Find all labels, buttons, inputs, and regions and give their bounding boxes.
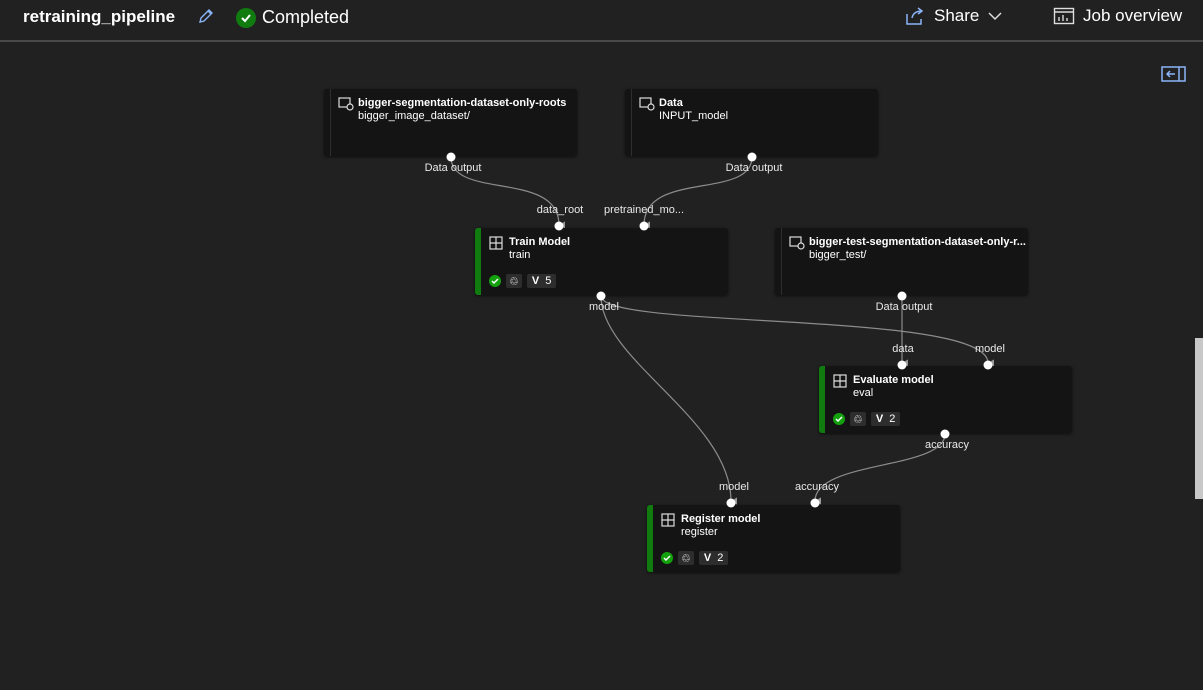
node-subtitle: INPUT_model	[659, 110, 729, 122]
node-title: Data	[659, 97, 683, 109]
input-port-model[interactable]	[983, 360, 993, 370]
edge-data-to-train	[643, 156, 753, 229]
check-icon	[833, 413, 845, 425]
edge-roots-to-train	[450, 156, 566, 229]
component-icon	[661, 513, 675, 527]
port-label: pretrained_mo...	[603, 204, 685, 216]
component-icon	[833, 374, 847, 388]
vertical-scrollbar[interactable]	[1195, 338, 1203, 499]
version-number: 2	[717, 552, 724, 564]
job-overview-label: Job overview	[1083, 6, 1183, 25]
node-test-dataset[interactable]: bigger-test-segmentation-dataset-only-r.…	[775, 228, 1028, 295]
port-label: model	[589, 301, 619, 313]
share-button[interactable]: Share	[904, 6, 1003, 26]
node-title: Register model	[681, 513, 761, 525]
port-label: data_root	[536, 204, 584, 216]
chevron-down-icon	[988, 12, 1002, 21]
input-port-pretrained-model[interactable]	[639, 221, 649, 231]
panel-toggle-icon[interactable]	[1161, 66, 1186, 82]
node-subtitle: train	[509, 249, 531, 261]
port-label: Data output	[424, 162, 482, 174]
version-number: 2	[889, 413, 896, 425]
edge-train-to-evaluate	[600, 295, 995, 367]
output-port-test-dataset[interactable]	[897, 291, 907, 301]
job-overview-icon	[1053, 7, 1075, 25]
node-subtitle: register	[681, 526, 718, 538]
node-subtitle: bigger_test/	[809, 249, 867, 261]
pipeline-title: retraining_pipeline	[23, 7, 176, 26]
port-label: Data output	[725, 162, 783, 174]
edge-evaluate-to-register	[814, 433, 946, 505]
job-overview-button[interactable]: Job overview	[1053, 6, 1182, 26]
node-subtitle: eval	[853, 387, 874, 399]
node-data-input-model[interactable]: Data INPUT_model	[625, 89, 878, 156]
node-title: bigger-test-segmentation-dataset-only-r.…	[809, 236, 1026, 248]
dataset-icon	[639, 97, 655, 111]
port-label: accuracy	[924, 439, 970, 451]
port-label: accuracy	[794, 481, 840, 493]
dataset-icon	[789, 236, 805, 250]
node-dataset-roots[interactable]: bigger-segmentation-dataset-only-roots b…	[324, 89, 577, 156]
status-indicator: Completed	[236, 7, 349, 28]
version-number: 5	[545, 275, 552, 287]
output-port-accuracy[interactable]	[940, 429, 950, 439]
port-label: Data output	[875, 301, 933, 313]
node-title: Evaluate model	[853, 374, 934, 386]
component-icon	[489, 236, 503, 250]
edit-icon[interactable]	[196, 6, 216, 26]
share-icon	[906, 7, 924, 25]
reuse-icon: ♲	[678, 551, 694, 565]
output-port-model[interactable]	[596, 291, 606, 301]
input-port-data[interactable]	[897, 360, 907, 370]
reuse-icon: ♲	[850, 412, 866, 426]
port-label: data	[892, 343, 914, 355]
output-port-data-input-model[interactable]	[747, 152, 757, 162]
edge-train-to-register	[600, 295, 738, 505]
node-title: Train Model	[509, 236, 571, 248]
input-port-data-root[interactable]	[554, 221, 564, 231]
port-label: model	[719, 481, 749, 493]
input-port-model[interactable]	[726, 498, 736, 508]
node-subtitle: bigger_image_dataset/	[358, 110, 470, 122]
share-label: Share	[934, 6, 980, 25]
status-text: Completed	[262, 7, 350, 27]
output-port-dataset-roots[interactable]	[446, 152, 456, 162]
check-icon	[236, 7, 256, 28]
top-bar: retraining_pipeline Completed Share Job …	[0, 0, 1203, 42]
check-icon	[661, 552, 673, 564]
dataset-icon	[338, 97, 354, 111]
node-title: bigger-segmentation-dataset-only-roots	[358, 97, 567, 109]
input-port-accuracy[interactable]	[810, 498, 820, 508]
port-label: model	[975, 343, 1005, 355]
reuse-icon: ♲	[506, 274, 522, 288]
check-icon	[489, 275, 501, 287]
